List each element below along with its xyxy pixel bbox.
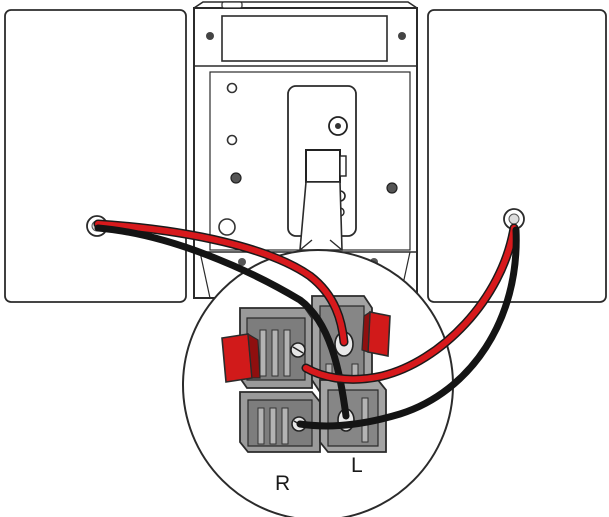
speaker-wires xyxy=(93,219,520,430)
red-terminal-clip-right xyxy=(221,332,261,383)
terminal-label-left: L xyxy=(351,454,363,477)
red-terminal-clip-left xyxy=(361,310,391,357)
terminal-label-right: R xyxy=(275,472,290,495)
left-speaker xyxy=(4,9,187,303)
right-speaker-cabinet xyxy=(427,9,607,303)
left-speaker-cabinet xyxy=(4,9,187,303)
right-speaker xyxy=(427,9,607,303)
top-recess xyxy=(221,15,388,62)
magnified-terminal-block xyxy=(221,295,391,453)
screw xyxy=(226,134,238,146)
unit-speaker-terminal xyxy=(305,149,341,183)
screw xyxy=(226,82,238,94)
terminal-bottom-left xyxy=(319,379,387,453)
black-wire-right-speaker xyxy=(296,226,520,430)
screw xyxy=(386,182,398,194)
screw xyxy=(230,172,242,184)
black-wire-left-speaker xyxy=(94,224,350,420)
callout-pointer xyxy=(299,181,343,251)
screw xyxy=(218,218,236,236)
main-unit-back xyxy=(193,1,418,299)
